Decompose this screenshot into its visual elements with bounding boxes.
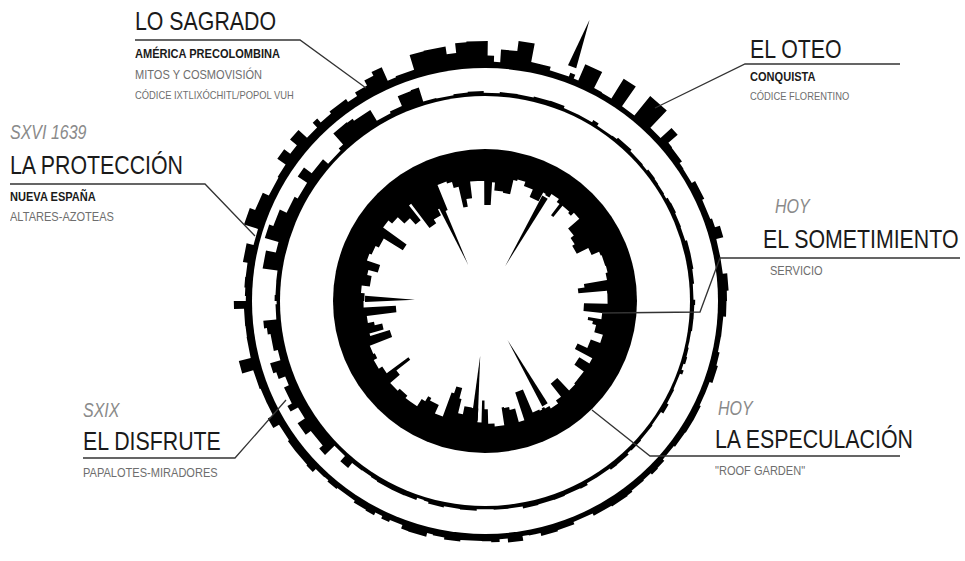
inner-spike — [508, 340, 548, 407]
section-title: EL DISFRUTE — [83, 428, 221, 454]
section-title: LO SAGRADO — [135, 8, 276, 34]
section-title: LA PROTECCIÓN — [10, 152, 183, 178]
leader-line — [83, 400, 286, 458]
leader-line — [10, 184, 255, 236]
theme-label: PAPALOTES-MIRADORES — [83, 466, 218, 479]
theme-label: "ROOF GARDEN" — [715, 464, 805, 477]
leader-lines — [10, 40, 960, 458]
period-label: NUEVA ESPAÑA — [10, 190, 96, 203]
inner-disc — [333, 149, 637, 453]
inner-spike — [471, 356, 480, 421]
period-label: CONQUISTA — [750, 70, 815, 83]
section-title: LA ESPECULACIÓN — [715, 426, 913, 452]
period-label: AMÉRICA PRECOLOMBINA — [135, 47, 280, 60]
outer-skyline — [234, 41, 729, 543]
middle-ring-inner — [280, 96, 690, 506]
source-label: CÓDICE IXTLIXÓCHITL/POPOL VUH — [135, 90, 294, 101]
leader-line — [135, 40, 366, 88]
source-label: CÓDICE FLORENTINO — [750, 91, 849, 102]
inner-spike — [365, 296, 415, 302]
tower-spike — [568, 20, 590, 68]
inner-void — [361, 179, 608, 426]
era-label: SXIX — [83, 400, 119, 420]
outer-ring-gap — [252, 68, 718, 534]
ring-group — [234, 20, 729, 543]
era-label: SXVI 1639 — [10, 122, 87, 142]
leader-line — [655, 64, 900, 108]
section-title: EL OTEO — [750, 36, 842, 62]
theme-label: ALTARES-AZOTEAS — [10, 210, 114, 223]
theme-label: SERVICIO — [770, 264, 823, 277]
leader-line — [602, 258, 960, 313]
era-label: HOY — [775, 196, 810, 216]
section-title: EL SOMETIMIENTO — [763, 226, 958, 252]
theme-label: MITOS Y COSMOVISIÓN — [135, 68, 262, 81]
era-label: HOY — [718, 398, 753, 418]
middle-skyline — [263, 88, 696, 511]
inner-spike — [505, 196, 548, 267]
inner-spike — [432, 191, 469, 265]
